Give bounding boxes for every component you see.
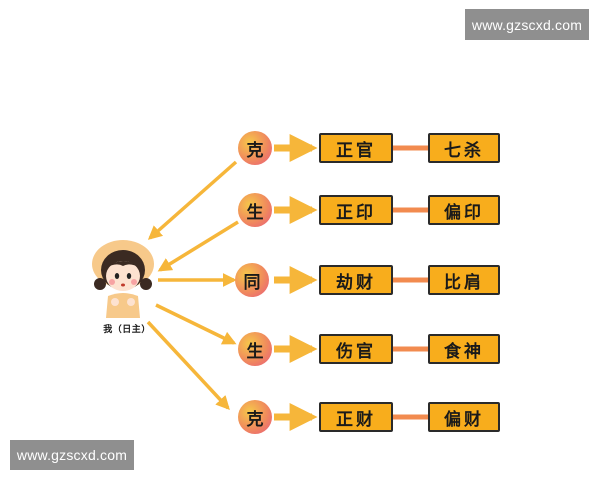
arrow-center-to-row5 bbox=[146, 320, 230, 411]
box-row1-first: 正官 bbox=[319, 133, 393, 163]
box-row5-first: 正财 bbox=[319, 402, 393, 432]
relation-circle-row1: 克 bbox=[238, 131, 272, 165]
box-row3-second: 比肩 bbox=[428, 265, 500, 295]
relation-circle-row3: 同 bbox=[235, 263, 269, 297]
box-row5-second: 偏财 bbox=[428, 402, 500, 432]
box-row2-second: 偏印 bbox=[428, 195, 500, 225]
relation-circle-row5: 克 bbox=[238, 400, 272, 434]
relation-circle-row2: 生 bbox=[238, 193, 272, 227]
girl-avatar-icon bbox=[92, 240, 154, 318]
box-row1-second: 七杀 bbox=[428, 133, 500, 163]
box-row3-first: 劫财 bbox=[319, 265, 393, 295]
arrow-center-to-row4 bbox=[155, 303, 237, 345]
relation-circle-row4: 生 bbox=[238, 332, 272, 366]
box-row4-first: 伤官 bbox=[319, 334, 393, 364]
watermark-top: www.gzscxd.com bbox=[465, 9, 589, 40]
watermark-bottom: www.gzscxd.com bbox=[10, 440, 134, 470]
center-label: 我（日主） bbox=[103, 325, 151, 335]
arrow-row2-to-center bbox=[157, 220, 239, 272]
arrow-row1-to-center bbox=[147, 160, 238, 240]
box-row4-second: 食神 bbox=[428, 334, 500, 364]
box-row2-first: 正印 bbox=[319, 195, 393, 225]
